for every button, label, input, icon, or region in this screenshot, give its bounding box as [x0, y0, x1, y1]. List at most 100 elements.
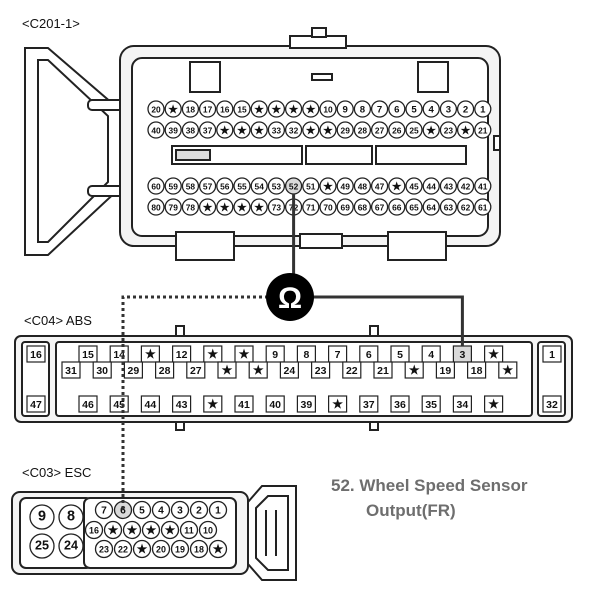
c201-pin: 42	[456, 177, 475, 195]
c201-pin: ★	[250, 121, 268, 139]
svg-text:29: 29	[341, 126, 351, 136]
svg-text:★: ★	[203, 202, 213, 214]
svg-text:23: 23	[444, 126, 454, 136]
c201-pin: 51	[302, 177, 320, 195]
svg-text:6: 6	[120, 506, 126, 517]
svg-text:22: 22	[346, 365, 358, 377]
c201-pin: 1	[474, 100, 492, 118]
c03-pin: 11	[179, 520, 199, 540]
svg-text:12: 12	[176, 349, 188, 361]
c04-pin: ★	[328, 395, 348, 413]
c201-pin: ★	[164, 100, 182, 118]
c04-pin: 47	[26, 395, 46, 413]
c201-pin: 52	[284, 177, 303, 195]
c04-pin: 35	[421, 395, 441, 413]
c04-pin: 40	[265, 395, 285, 413]
c04-pin: 37	[359, 395, 379, 413]
svg-text:5: 5	[411, 105, 417, 116]
svg-text:9: 9	[38, 509, 46, 525]
c03-pin: 22	[113, 539, 133, 559]
svg-text:★: ★	[502, 363, 513, 377]
c201-pin: 41	[474, 177, 492, 195]
svg-text:35: 35	[425, 399, 437, 411]
svg-text:41: 41	[238, 399, 250, 411]
svg-text:47: 47	[30, 399, 42, 411]
svg-text:62: 62	[461, 203, 471, 213]
svg-text:25: 25	[35, 539, 49, 553]
c201-pin: ★	[250, 100, 268, 118]
c04-pin: ★	[203, 395, 223, 413]
svg-text:40: 40	[151, 126, 161, 136]
c04-pin: 1	[542, 345, 562, 363]
svg-text:57: 57	[203, 182, 213, 192]
c04-pin: 5	[390, 345, 410, 363]
c201-connector-label: <C201-1>	[22, 16, 80, 31]
c201-pin: 40	[147, 121, 165, 139]
c04-pin: ★	[234, 345, 254, 363]
svg-text:32: 32	[289, 126, 299, 136]
svg-text:17: 17	[203, 105, 213, 115]
svg-text:8: 8	[67, 509, 75, 525]
svg-text:5: 5	[139, 506, 145, 517]
c201-pin: 68	[353, 198, 372, 216]
svg-text:★: ★	[137, 542, 148, 556]
svg-text:80: 80	[151, 203, 161, 213]
svg-text:1: 1	[549, 349, 555, 361]
svg-text:18: 18	[194, 545, 204, 555]
svg-text:51: 51	[306, 182, 316, 192]
c201-pin: 73	[267, 198, 286, 216]
c201-pin: ★	[319, 177, 337, 195]
c201-pin: 43	[439, 177, 458, 195]
c201-pin: 60	[147, 177, 165, 195]
svg-text:23: 23	[315, 365, 327, 377]
svg-text:30: 30	[96, 365, 108, 377]
c04-pin: ★	[404, 361, 424, 379]
svg-text:18: 18	[186, 105, 196, 115]
svg-text:10: 10	[323, 105, 333, 115]
svg-text:56: 56	[220, 182, 230, 192]
c04-pin: 15	[78, 345, 98, 363]
svg-text:79: 79	[169, 203, 179, 213]
c201-pin: 55	[233, 177, 251, 195]
c201-pin: 65	[405, 198, 423, 216]
svg-text:18: 18	[471, 365, 483, 377]
c03-pin: 6	[113, 500, 133, 520]
svg-text:16: 16	[30, 349, 42, 361]
svg-text:10: 10	[203, 526, 213, 536]
svg-text:★: ★	[207, 347, 218, 361]
c04-pin: 14	[109, 345, 129, 363]
svg-text:19: 19	[175, 545, 185, 555]
svg-text:★: ★	[488, 397, 499, 411]
wire-meter-to-c03-dashed	[121, 295, 268, 510]
c04-pin: 23	[311, 361, 331, 379]
c201-pin: 3	[439, 100, 458, 118]
c201-pin: 57	[198, 177, 217, 195]
svg-text:43: 43	[444, 182, 454, 192]
ohmmeter-icon: Ω	[266, 273, 314, 321]
svg-text:63: 63	[444, 203, 454, 213]
svg-text:23: 23	[99, 545, 109, 555]
c201-pin: ★	[302, 121, 320, 139]
c201-pin: 7	[370, 100, 389, 118]
svg-text:69: 69	[341, 203, 351, 213]
svg-text:★: ★	[409, 363, 420, 377]
svg-text:27: 27	[190, 365, 202, 377]
c04-pin: 44	[140, 395, 160, 413]
c201-pin: 6	[388, 100, 406, 118]
svg-text:1: 1	[480, 105, 486, 116]
c04-pin: 21	[373, 361, 393, 379]
c04-pin: 3	[452, 345, 472, 363]
c201-pin: 47	[370, 177, 389, 195]
svg-text:39: 39	[301, 399, 313, 411]
svg-text:★: ★	[165, 523, 176, 537]
svg-text:★: ★	[306, 104, 316, 116]
c201-pin: 21	[474, 121, 492, 139]
svg-text:16: 16	[89, 526, 99, 536]
svg-text:★: ★	[461, 125, 471, 137]
svg-text:4: 4	[428, 349, 434, 361]
c04-pin: 29	[123, 361, 144, 379]
c04-pin: 45	[109, 395, 129, 413]
c03-pin: ★	[122, 520, 142, 540]
c201-pin: 79	[164, 198, 182, 216]
